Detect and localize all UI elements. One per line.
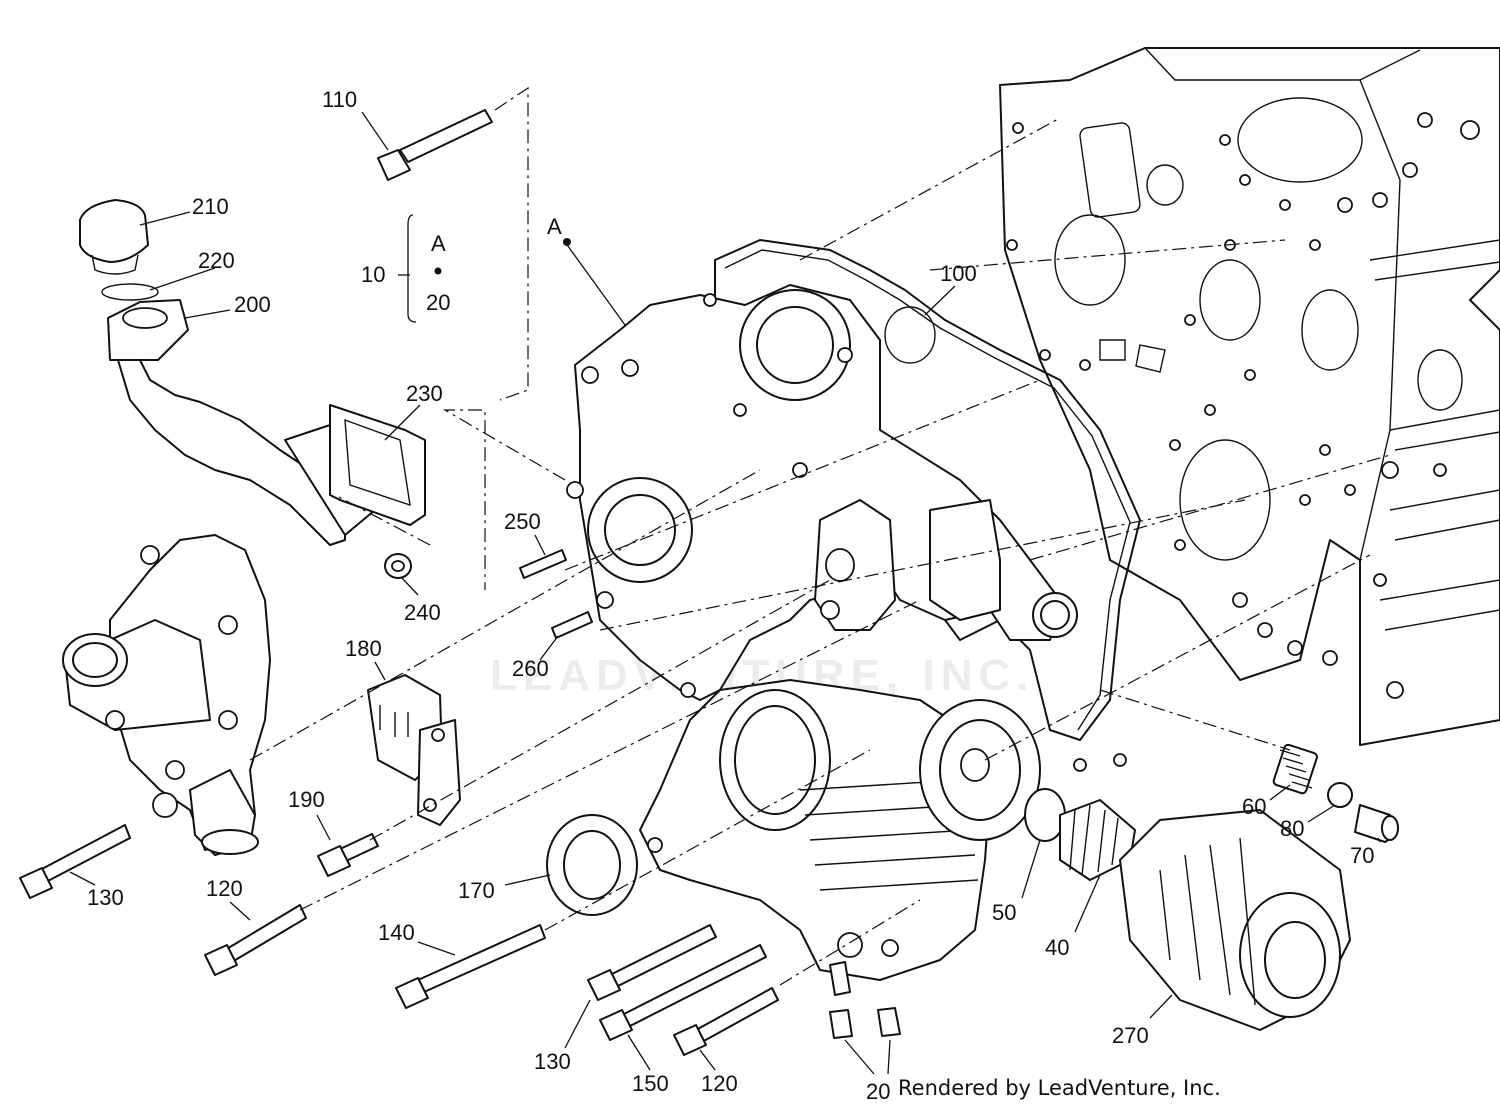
bolt-110	[377, 109, 493, 181]
callout-20-legend: 20	[426, 290, 450, 315]
callout-70: 70	[1350, 843, 1374, 868]
callout-200: 200	[234, 292, 271, 317]
bolt-190	[317, 833, 379, 877]
lower-housing	[639, 679, 991, 981]
render-credit: Rendered by LeadVenture, Inc.	[898, 1076, 1221, 1100]
callout-220: 220	[198, 248, 235, 273]
bolt-120-bottom	[673, 987, 779, 1056]
callout-190: 190	[288, 787, 325, 812]
callout-130-bottom: 130	[534, 1049, 571, 1074]
callout-a-legend: A	[431, 231, 446, 256]
bolt-140	[395, 924, 546, 1009]
reference-dot-a	[563, 238, 571, 246]
callout-40: 40	[1045, 935, 1069, 960]
sensor-180	[367, 674, 461, 826]
engine-block	[999, 47, 1500, 746]
callout-140: 140	[378, 920, 415, 945]
oil-seal-170	[546, 814, 638, 916]
bolt-130-bottom	[587, 924, 717, 1001]
callout-130-left: 130	[87, 885, 124, 910]
callout-10: 10	[361, 262, 385, 287]
oil-filler-assembly	[79, 199, 376, 546]
reference-dot-legend	[434, 267, 442, 275]
oil-filter-270	[1119, 809, 1351, 1031]
bolt-130-left	[19, 824, 131, 899]
callout-270: 270	[1112, 1023, 1149, 1048]
callout-labels: 110 210 220 200 A A 10 20 100 230 250 24…	[87, 87, 1374, 1104]
callout-120-left: 120	[206, 876, 243, 901]
bolt-150	[599, 944, 767, 1041]
callout-a-top: A	[547, 214, 562, 239]
oil-filter-base	[919, 699, 1066, 842]
callout-60: 60	[1242, 794, 1266, 819]
callout-210: 210	[192, 194, 229, 219]
callout-240: 240	[404, 600, 441, 625]
callout-100: 100	[940, 261, 977, 286]
callout-260: 260	[512, 656, 549, 681]
callout-250: 250	[504, 509, 541, 534]
callout-20-bottom: 20	[866, 1079, 890, 1104]
relief-valve-parts	[1272, 743, 1399, 843]
callout-170: 170	[458, 878, 495, 903]
callout-50: 50	[992, 900, 1016, 925]
callout-80: 80	[1280, 816, 1304, 841]
small-fasteners	[384, 549, 901, 1039]
gasket-230	[329, 404, 426, 526]
gear-case	[566, 284, 1127, 772]
alignment-lines	[249, 86, 1391, 986]
callout-150: 150	[632, 1071, 669, 1096]
callout-110: 110	[322, 87, 357, 112]
callout-230: 230	[406, 381, 443, 406]
bolts	[19, 109, 779, 1056]
callout-120-bottom: 120	[701, 1071, 738, 1096]
leader-lines	[69, 111, 1381, 1075]
bolt-120-left	[204, 904, 307, 976]
water-pump	[62, 534, 271, 856]
callout-180: 180	[345, 636, 382, 661]
